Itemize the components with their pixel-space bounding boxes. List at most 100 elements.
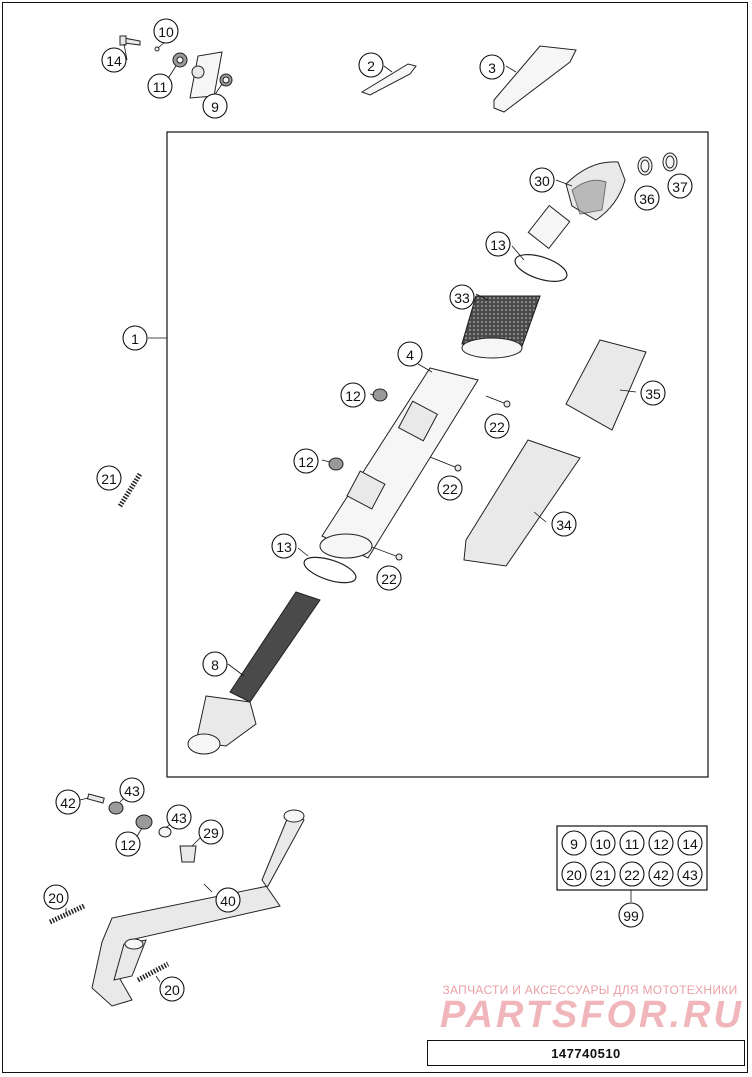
spring-20-left: [48, 903, 86, 925]
callout-c13a: 13: [485, 231, 511, 257]
muffler-body-4: [319, 367, 479, 559]
diagram-code: 147740510: [427, 1040, 745, 1066]
callout-c3: 3: [479, 54, 505, 80]
header-pipe-40: [91, 809, 305, 1007]
callout-label: 34: [556, 517, 572, 533]
heat-shield-large: [493, 45, 577, 113]
callout-label: 99: [623, 908, 639, 924]
callout-label: 30: [534, 173, 550, 189]
callout-label: 29: [203, 825, 219, 841]
callout-label: 40: [220, 893, 236, 909]
callout-c13b: 13: [271, 533, 297, 559]
kit-item-label: 22: [624, 867, 640, 883]
callout-c35: 35: [640, 380, 666, 406]
kit-item: 42: [648, 861, 674, 887]
callout-c30: 30: [529, 167, 555, 193]
callout-c43b: 43: [166, 804, 192, 830]
kit-item: 22: [619, 861, 645, 887]
kit-item-label: 20: [566, 867, 582, 883]
callout-label: 9: [211, 99, 219, 115]
spring-20-right: [136, 961, 170, 983]
callout-label: 3: [488, 60, 496, 76]
callout-c99: 99: [618, 902, 644, 928]
kit-item: 14: [677, 830, 703, 856]
callout-label: 22: [381, 571, 397, 587]
kit-item: 20: [561, 861, 587, 887]
callout-label: 12: [345, 388, 361, 404]
callout-c2: 2: [358, 52, 384, 78]
callout-label: 43: [171, 810, 187, 826]
kit-item-label: 42: [653, 867, 669, 883]
perforated-insert-33: [461, 295, 541, 359]
callout-c22c: 22: [376, 565, 402, 591]
sleeve-35: [565, 339, 647, 431]
callout-c1: 1: [122, 325, 148, 351]
bracket-hardware: [119, 35, 233, 99]
callout-label: 12: [120, 837, 136, 853]
callout-c9: 9: [202, 93, 228, 119]
callout-label: 2: [367, 58, 375, 74]
callout-label: 37: [672, 179, 688, 195]
kit-item: 12: [648, 830, 674, 856]
callout-label: 12: [298, 454, 314, 470]
kit-item: 21: [590, 861, 616, 887]
leader-lines: [65, 41, 637, 983]
callout-c10: 10: [153, 18, 179, 44]
callout-c22a: 22: [484, 413, 510, 439]
kit-item: 9: [561, 830, 587, 856]
kit-item-label: 12: [653, 836, 669, 852]
callout-c12b: 12: [293, 448, 319, 474]
callout-c33: 33: [449, 284, 475, 310]
callout-label: 11: [153, 79, 168, 95]
callout-label: 14: [106, 53, 122, 69]
gasket-13-top: [514, 254, 568, 282]
kit-item: 11: [619, 830, 645, 856]
callout-label: 22: [442, 481, 458, 497]
callout-c12a: 12: [340, 382, 366, 408]
callout-c29: 29: [198, 819, 224, 845]
callout-c20a: 20: [43, 884, 69, 910]
callout-label: 13: [276, 539, 292, 555]
callout-label: 20: [48, 890, 64, 906]
callout-label: 42: [60, 795, 76, 811]
callout-label: 43: [124, 783, 140, 799]
gasket-13-bottom: [303, 556, 357, 584]
callout-c11: 11: [147, 73, 173, 99]
callout-c14: 14: [101, 47, 127, 73]
kit-grid: 9 10 11 12 14 20 21 22 42 43: [561, 830, 703, 887]
kit-item-label: 9: [570, 836, 578, 852]
callout-label: 13: [490, 237, 506, 253]
callout-label: 8: [211, 657, 219, 673]
kit-item-label: 11: [625, 836, 640, 852]
callout-label: 33: [454, 290, 470, 306]
callout-label: 4: [406, 347, 414, 363]
kit-item-label: 14: [682, 836, 698, 852]
callout-label: 21: [101, 471, 117, 487]
callout-c21: 21: [96, 465, 122, 491]
callout-c20b: 20: [159, 976, 185, 1002]
callout-label: 36: [639, 191, 655, 207]
inlet-pipe-8: [187, 591, 321, 755]
end-cap-30: [527, 161, 626, 250]
watermark-tagline: ЗАПЧАСТИ И АКСЕССУАРЫ ДЛЯ МОТОТЕХНИКИ: [442, 983, 738, 997]
callout-c43a: 43: [119, 777, 145, 803]
callout-c42: 42: [55, 789, 81, 815]
kit-item: 43: [677, 861, 703, 887]
kit-item: 10: [590, 830, 616, 856]
outer-sleeve-34: [463, 439, 581, 567]
kit-box: [556, 825, 708, 891]
callout-c40: 40: [215, 887, 241, 913]
callout-c22b: 22: [437, 475, 463, 501]
callout-label: 10: [158, 24, 174, 40]
kit-item-label: 43: [682, 867, 698, 883]
callout-c8: 8: [202, 651, 228, 677]
callout-c36: 36: [634, 185, 660, 211]
callout-c37: 37: [667, 173, 693, 199]
silencer-assembly-box: [166, 131, 709, 778]
heat-shield-small: [360, 63, 417, 96]
kit-item-label: 21: [595, 867, 611, 883]
callout-label: 22: [489, 419, 505, 435]
callout-label: 20: [164, 982, 180, 998]
